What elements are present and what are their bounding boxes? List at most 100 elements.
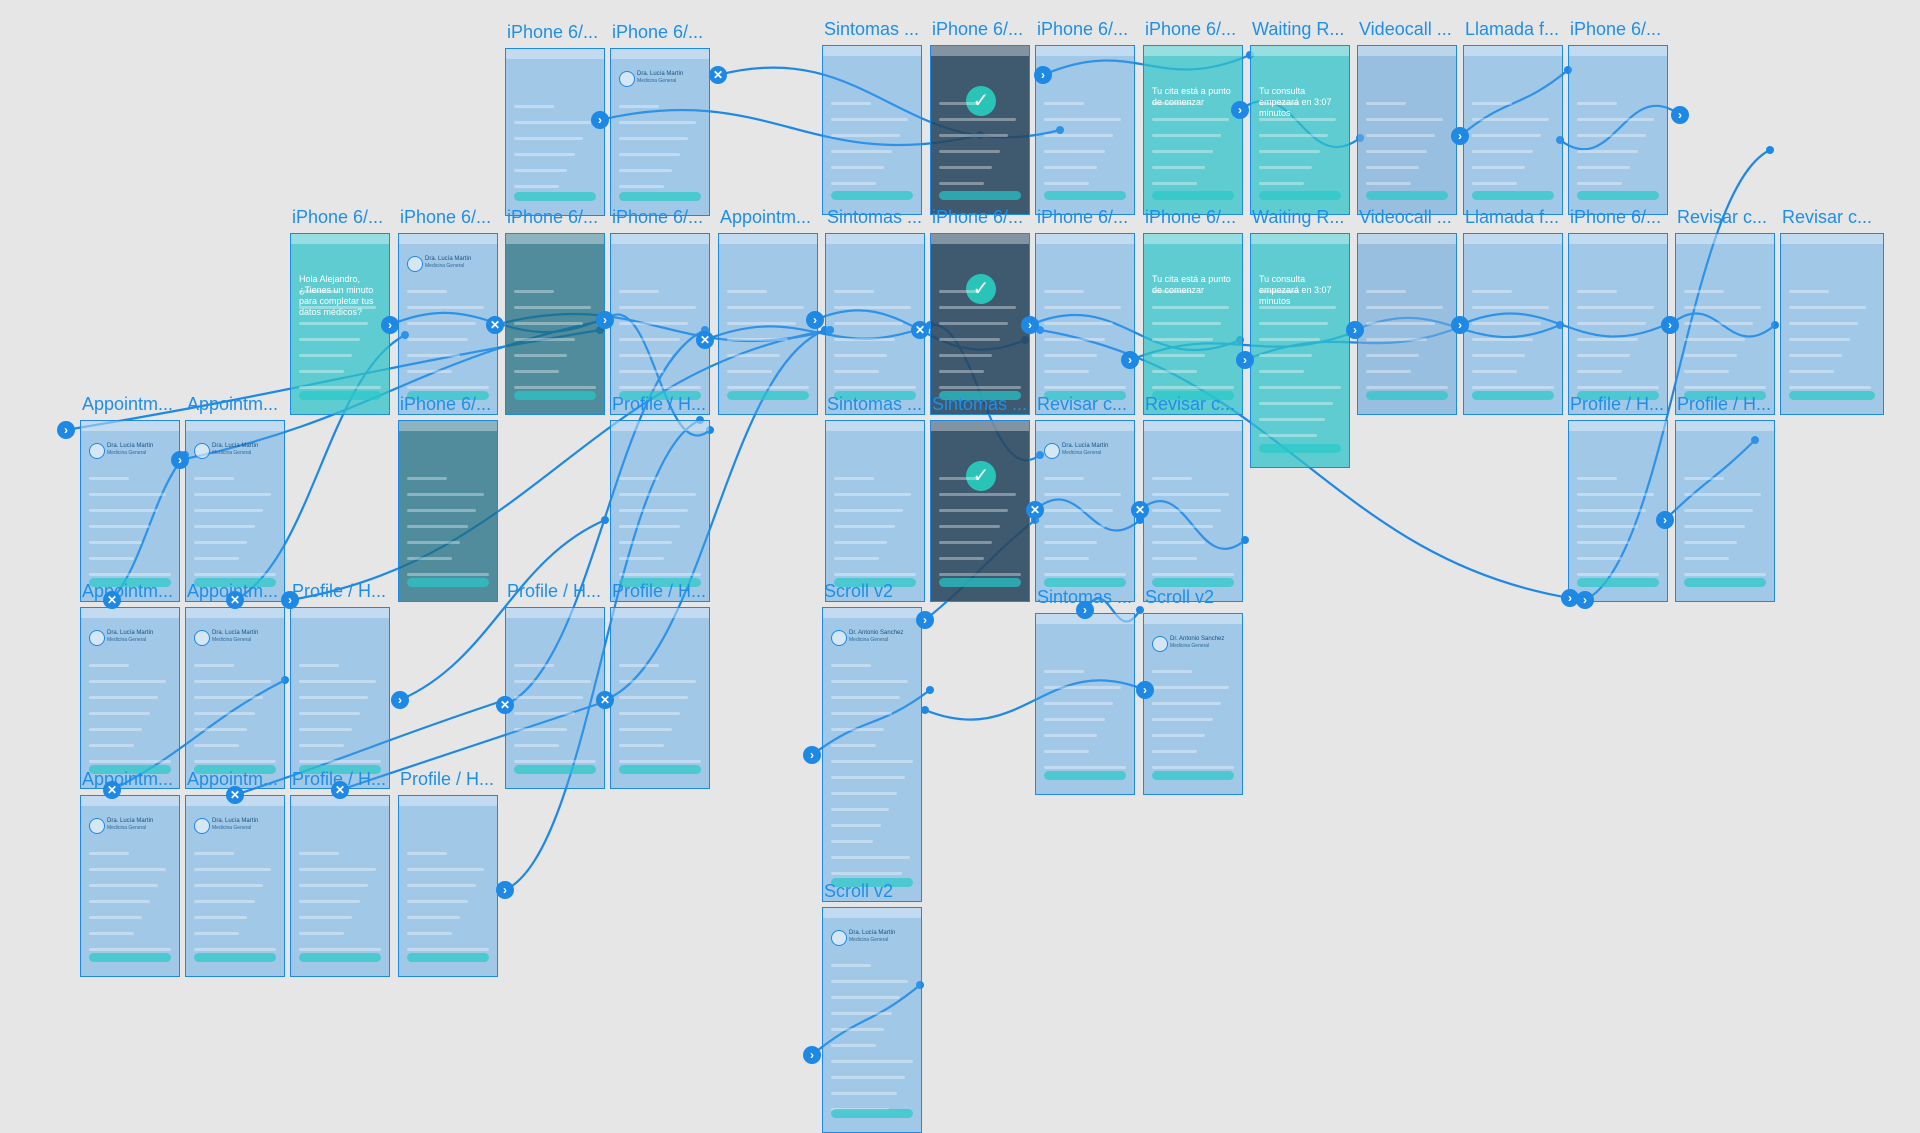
transition-dissolve-icon[interactable]: ✕ <box>1026 501 1044 519</box>
artboard-title[interactable]: Appointm... <box>82 394 174 414</box>
flow-connection[interactable] <box>1084 597 1141 623</box>
flow-connection[interactable] <box>604 328 826 702</box>
transition-arrow-icon[interactable]: › <box>1656 511 1674 529</box>
artboard-d4[interactable]: Profile / H... <box>505 581 605 789</box>
transition-dissolve-icon[interactable]: ✕ <box>226 591 244 609</box>
artboard-title[interactable]: Sintomas ... <box>1037 587 1133 607</box>
artboard-title[interactable]: Scroll v2 <box>824 881 894 901</box>
transition-arrow-icon[interactable]: › <box>803 746 821 764</box>
artboard-b13[interactable]: iPhone 6/... <box>1568 207 1668 415</box>
transition-arrow-icon[interactable]: › <box>1021 316 1039 334</box>
primary-button[interactable] <box>1366 191 1448 200</box>
artboard-b12[interactable]: Llamada f... <box>1463 207 1563 415</box>
primary-button[interactable] <box>299 391 381 400</box>
primary-button[interactable] <box>1152 391 1234 400</box>
artboard-b4[interactable]: iPhone 6/... <box>610 207 710 415</box>
flow-connection[interactable] <box>234 698 506 797</box>
artboard-b3[interactable]: iPhone 6/... <box>505 207 605 415</box>
primary-button[interactable] <box>1789 391 1875 400</box>
transition-dissolve-icon[interactable]: ✕ <box>103 591 121 609</box>
primary-button[interactable] <box>194 578 276 587</box>
flow-connection[interactable] <box>111 679 286 791</box>
artboard-title[interactable]: iPhone 6/... <box>1145 19 1237 39</box>
artboard-title[interactable]: Llamada f... <box>1465 19 1560 39</box>
transition-dissolve-icon[interactable]: ✕ <box>1131 501 1149 519</box>
artboard-title[interactable]: Appointm... <box>187 769 279 789</box>
transition-arrow-icon[interactable]: › <box>1236 351 1254 369</box>
transition-arrow-icon[interactable]: › <box>57 421 75 439</box>
artboard-title[interactable]: Profile / H... <box>400 769 495 789</box>
artboard-a10[interactable]: iPhone 6/... <box>1568 19 1668 215</box>
artboard-b11[interactable]: Videocall ... <box>1357 207 1457 415</box>
artboard-title[interactable]: Waiting R... <box>1252 207 1345 227</box>
primary-button[interactable] <box>834 391 916 400</box>
primary-button[interactable] <box>1684 578 1766 587</box>
artboard-c8[interactable]: Revisar c... <box>1143 394 1243 602</box>
artboard-title[interactable]: Waiting R... <box>1252 19 1345 39</box>
artboard-title[interactable]: iPhone 6/... <box>1570 19 1662 39</box>
transition-dissolve-icon[interactable]: ✕ <box>696 331 714 349</box>
flow-connection[interactable] <box>599 108 981 147</box>
flow-connection[interactable] <box>504 328 706 707</box>
primary-button[interactable] <box>89 765 171 774</box>
artboard-e3[interactable]: Profile / H... <box>290 769 390 977</box>
artboard-title[interactable]: Scroll v2 <box>1145 587 1215 607</box>
transition-dissolve-icon[interactable]: ✕ <box>331 781 349 799</box>
artboard-b1[interactable]: iPhone 6/...Hola Alejandro, ¿Tienes un m… <box>290 207 390 415</box>
artboard-a3[interactable]: Sintomas ... <box>822 19 922 215</box>
transition-arrow-icon[interactable]: › <box>803 1046 821 1064</box>
transition-dissolve-icon[interactable]: ✕ <box>709 66 727 84</box>
artboard-title[interactable]: Sintomas ... <box>827 207 923 227</box>
flow-connection[interactable] <box>1584 149 1771 601</box>
primary-button[interactable] <box>407 578 489 587</box>
primary-button[interactable] <box>299 953 381 962</box>
artboard-a1[interactable]: iPhone 6/... <box>505 22 605 216</box>
primary-button[interactable] <box>1259 191 1341 200</box>
artboard-c6[interactable]: Sintomas ...✓ <box>930 394 1030 602</box>
artboard-title[interactable]: Profile / H... <box>1677 394 1772 414</box>
primary-button[interactable] <box>939 391 1021 400</box>
artboard-a7[interactable]: Waiting R...Tu consulta empezará en 3:07… <box>1250 19 1350 215</box>
artboard-title[interactable]: Llamada f... <box>1465 207 1560 227</box>
artboard-title[interactable]: iPhone 6/... <box>932 207 1024 227</box>
artboard-c3[interactable]: iPhone 6/... <box>398 394 498 602</box>
artboard-a4[interactable]: iPhone 6/...✓ <box>930 19 1030 215</box>
artboard-e4[interactable]: Profile / H... <box>398 769 498 977</box>
primary-button[interactable] <box>834 578 916 587</box>
primary-button[interactable] <box>1044 771 1126 780</box>
primary-button[interactable] <box>514 391 596 400</box>
transition-arrow-icon[interactable]: › <box>1561 589 1579 607</box>
primary-button[interactable] <box>1044 391 1126 400</box>
artboard-title[interactable]: iPhone 6/... <box>292 207 384 227</box>
flow-connection[interactable] <box>811 689 931 756</box>
primary-button[interactable] <box>831 1109 913 1118</box>
artboard-c9[interactable]: Profile / H... <box>1568 394 1668 602</box>
primary-button[interactable] <box>831 191 913 200</box>
artboard-b15[interactable]: Revisar c... <box>1780 207 1884 415</box>
artboard-b6[interactable]: Sintomas ... <box>825 207 925 415</box>
transition-arrow-icon[interactable]: › <box>1661 316 1679 334</box>
artboard-title[interactable]: Videocall ... <box>1359 207 1452 227</box>
artboard-title[interactable]: iPhone 6/... <box>1570 207 1662 227</box>
artboard-title[interactable]: iPhone 6/... <box>507 207 599 227</box>
primary-button[interactable] <box>407 391 489 400</box>
flow-connection[interactable] <box>604 313 711 437</box>
artboard-title[interactable]: iPhone 6/... <box>400 207 492 227</box>
primary-button[interactable] <box>299 765 381 774</box>
artboard-title[interactable]: Revisar c... <box>1782 207 1873 227</box>
primary-button[interactable] <box>939 191 1021 200</box>
artboard-title[interactable]: Revisar c... <box>1037 394 1128 414</box>
transition-arrow-icon[interactable]: › <box>1451 127 1469 145</box>
transition-arrow-icon[interactable]: › <box>171 451 189 469</box>
primary-button[interactable] <box>1577 391 1659 400</box>
artboard-title[interactable]: iPhone 6/... <box>612 207 704 227</box>
artboard-title[interactable]: iPhone 6/... <box>507 22 599 42</box>
transition-arrow-icon[interactable]: › <box>1034 66 1052 84</box>
transition-arrow-icon[interactable]: › <box>596 311 614 329</box>
artboard-a6[interactable]: iPhone 6/...Tu cita está a punto de come… <box>1143 19 1243 215</box>
